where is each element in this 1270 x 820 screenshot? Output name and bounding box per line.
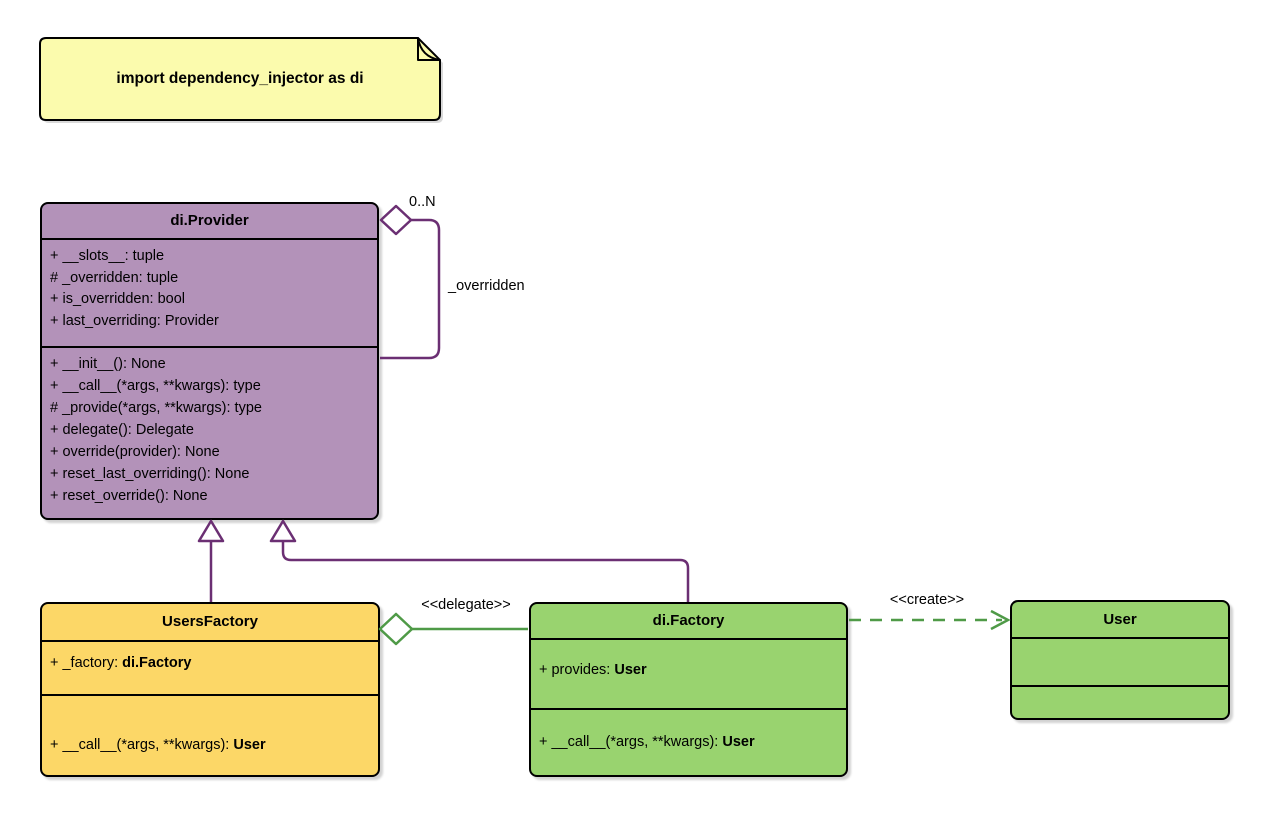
- inheritance-connector-usersfactory: [197, 519, 225, 602]
- inheritance-line: [281, 541, 690, 602]
- class-title: User: [1103, 611, 1137, 628]
- attributes-section: + provides: User: [531, 638, 846, 708]
- inheritance-connector-difactory: [269, 519, 690, 602]
- open-arrow-icon: [990, 609, 1011, 631]
- aggregation-diamond-icon: [379, 204, 413, 236]
- attribute-type: di.Factory: [122, 655, 192, 671]
- method-row: # _provide(*args, **kwargs): type: [50, 400, 262, 416]
- methods-section: + __init__(): None + __call__(*args, **k…: [42, 346, 377, 518]
- inheritance-triangle-icon: [269, 519, 297, 543]
- method-row: + __call__(*args, **kwargs): type: [50, 378, 261, 394]
- class-di-provider: di.Provider + __slots__: tuple # _overri…: [40, 202, 379, 520]
- method-text: + __call__(*args, **kwargs):: [539, 734, 723, 750]
- multiplicity-label: 0..N: [409, 194, 436, 210]
- inheritance-triangle-icon: [197, 519, 225, 543]
- method-row: + override(provider): None: [50, 444, 220, 460]
- method-row: + reset_override(): None: [50, 488, 208, 504]
- method-row: + reset_last_overriding(): None: [50, 466, 250, 482]
- method-row: + __call__(*args, **kwargs): User: [42, 736, 378, 754]
- attributes-section: + __slots__: tuple # _overridden: tuple …: [42, 238, 377, 346]
- create-stereotype-label: <<create>>: [889, 592, 965, 608]
- attribute-row: + last_overriding: Provider: [50, 312, 219, 329]
- create-connector: [849, 609, 1011, 631]
- attribute-row: + _factory: di.Factory: [42, 654, 378, 672]
- attribute-row: + is_overridden: bool: [50, 291, 186, 307]
- method-text: + __call__(*args, **kwargs):: [50, 737, 234, 753]
- delegate-stereotype-label: <<delegate>>: [421, 597, 511, 613]
- class-title: di.Factory: [652, 612, 725, 629]
- attribute-row: + __slots__: tuple: [50, 248, 165, 264]
- attribute-row: # _overridden: tuple: [50, 269, 179, 286]
- methods-section: + __call__(*args, **kwargs): User: [531, 708, 846, 775]
- methods-section: [1012, 685, 1228, 718]
- class-di-factory: di.Factory + provides: User + __call__(*…: [529, 602, 848, 777]
- method-row: + __init__(): None: [50, 356, 166, 372]
- self-aggregation-connector: [379, 204, 441, 360]
- attributes-section: [1012, 637, 1228, 685]
- class-title: UsersFactory: [162, 613, 258, 630]
- attribute-text: + provides:: [539, 662, 615, 678]
- attribute-text: + _factory:: [50, 655, 123, 671]
- method-row: + delegate(): Delegate: [50, 422, 194, 438]
- self-aggregation-line: [380, 218, 441, 360]
- note-import: import dependency_injector as di: [116, 70, 364, 87]
- method-type: User: [233, 737, 266, 753]
- attributes-section: + _factory: di.Factory: [42, 640, 378, 694]
- class-user: User: [1010, 600, 1230, 720]
- class-title: di.Provider: [170, 212, 249, 229]
- association-name-label: _overridden: [448, 278, 525, 294]
- attribute-type: User: [614, 662, 647, 678]
- delegate-connector: [378, 612, 528, 646]
- method-row: + __call__(*args, **kwargs): User: [531, 733, 846, 751]
- aggregation-diamond-icon: [378, 612, 414, 646]
- class-users-factory: UsersFactory + _factory: di.Factory + __…: [40, 602, 380, 777]
- method-type: User: [722, 734, 755, 750]
- methods-section: + __call__(*args, **kwargs): User: [42, 694, 378, 775]
- attribute-row: + provides: User: [531, 661, 846, 679]
